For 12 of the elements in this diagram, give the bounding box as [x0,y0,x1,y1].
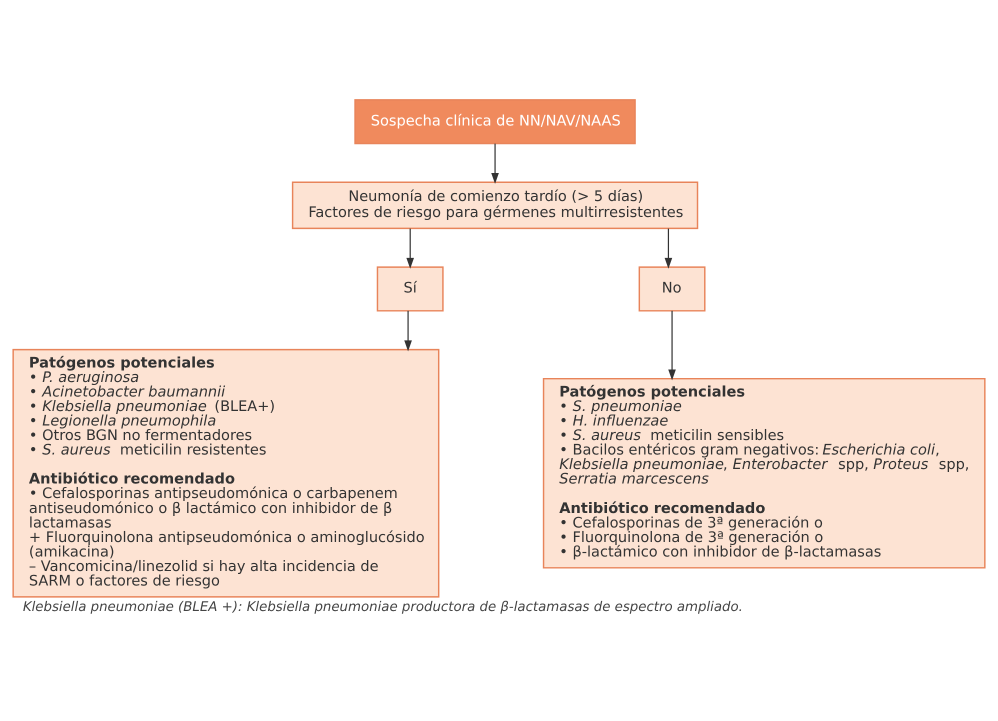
node-box: Neumonía de comienzo tardío (> 5 días) Factores de riesgo para gérmenes multirresistentes [292,182,698,230]
node-box: Sospecha clínica de NN/NAV/NAAS [354,99,636,144]
node-box: Patógenos potenciales • S. pneumoniae • H. influenzae • S. aureus meticilin sensibles • Bacilos entéricos gram negativos: Escherichia coli, Klebsiella pneumoniae, Enterobacter spp, Proteus spp, Serratia marcescens Antibiótico recomendado • Cefalosporinas de 3ª generación o • Fluorquinolona de 3ª generación o • β-lactámico con inhibidor de β-lactamasas [542,378,986,569]
caption: Klebsiella pneumoniae (BLEA +): Klebsiella pneumoniae productora de β-lactamasas de espectro ampliado. [22,600,743,616]
node-box: No [638,266,706,312]
arrow [491,144,499,184]
arrow [668,310,676,380]
arrow [404,310,412,352]
node-box: Patógenos potenciales • P. aeruginosa • Acinetobacter baumannii • Klebsiella pneumoniae (BLEA+) • Legionella pneumophila • Otros BGN no fermentadores • S. aureus meticilin resistentes Antibiótico recomendado • Cefalosporinas antipseudomónica o carbapenem antiseudomónico o β lactámico con inhibidor de β lactamasas + Fluorquinolona antipseudomónica o aminoglucósido (amikacina) – Vancomicina/linezolid si hay alta incidencia de SARM o factores de riesgo [12,348,440,598]
arrow [664,228,672,269]
node-box: Sí [376,266,444,312]
arrow [406,228,414,269]
